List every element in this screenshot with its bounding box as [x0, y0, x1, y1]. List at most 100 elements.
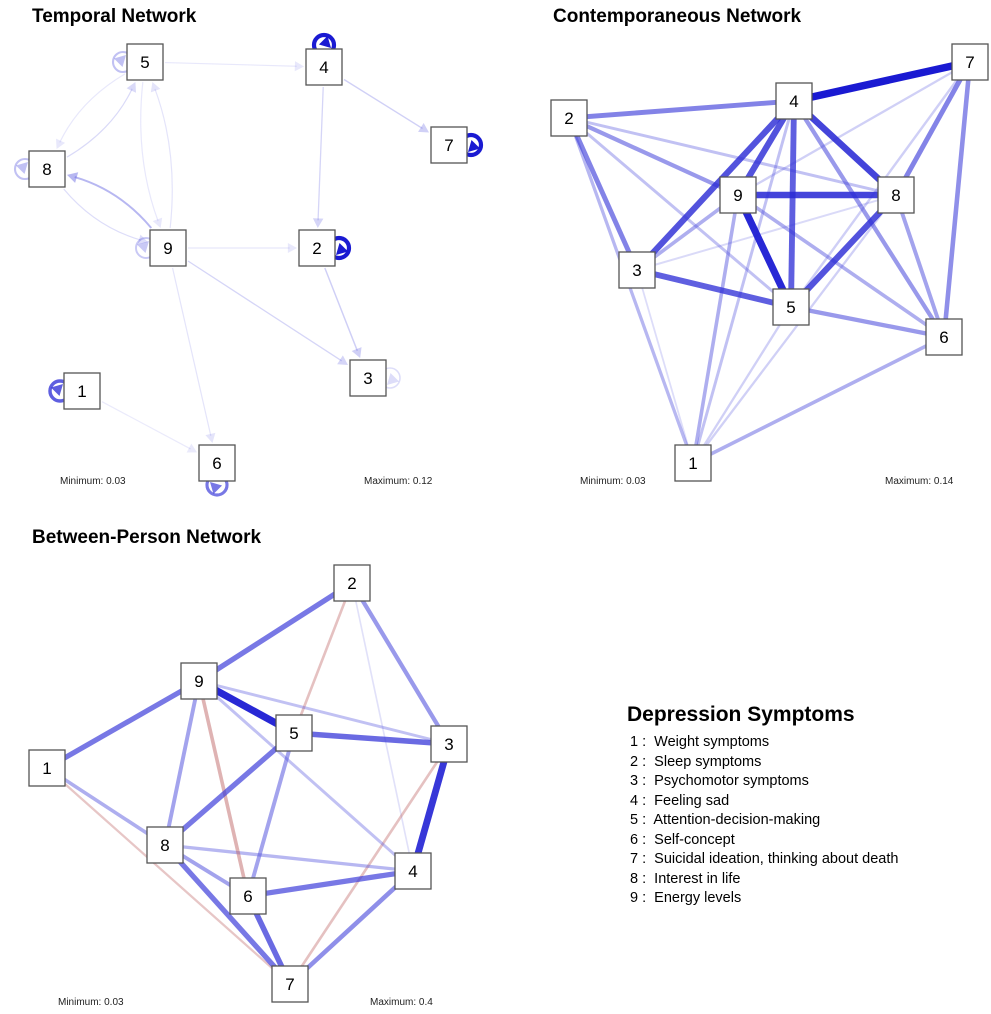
node-7[interactable]: 7: [271, 965, 309, 1003]
node-3[interactable]: 3: [349, 359, 387, 397]
edge-1-6: [101, 401, 191, 450]
node-label: 9: [163, 239, 172, 258]
temporal-network-title: Temporal Network: [32, 6, 197, 27]
contemporaneous-network-title: Contemporaneous Network: [553, 6, 802, 27]
edge-4-3: [634, 98, 797, 273]
temporal-edges: [13, 32, 484, 497]
edge-2-1: [567, 117, 695, 464]
node-box: [229, 877, 267, 915]
node-label: 1: [688, 454, 697, 473]
edge-9-8: [74, 176, 153, 229]
arrowhead-4-2: [312, 218, 324, 228]
edge-8-1: [692, 194, 897, 464]
edge-4-7: [288, 869, 415, 986]
node-label: 7: [285, 975, 294, 994]
legend-title: Depression Symptoms: [627, 703, 855, 726]
node-3[interactable]: 3: [430, 725, 468, 763]
node-9[interactable]: 9: [180, 662, 218, 700]
edge-2-3: [566, 116, 640, 272]
edge-8-7: [163, 843, 292, 986]
node-3[interactable]: 3: [618, 251, 656, 289]
node-box: [149, 229, 187, 267]
legend-item: 1 : Weight symptoms: [630, 734, 770, 750]
edge-7-8: [893, 60, 973, 197]
edge-3-8: [636, 194, 897, 271]
node-6[interactable]: 6: [229, 877, 267, 915]
node-1[interactable]: 1: [63, 372, 101, 410]
node-box: [298, 229, 336, 267]
between-nodes: 1 2 3 4 5 6 7 8 9: [28, 564, 468, 1003]
node-label: 9: [194, 672, 203, 691]
contemporaneous-edges: [566, 58, 973, 465]
node-box: [146, 826, 184, 864]
edge-2-3: [350, 581, 451, 746]
edge-4-1: [691, 100, 796, 464]
legend-item: 7 : Suicidal ideation, thinking about de…: [630, 851, 899, 867]
temporal-maximum-label: Maximum: 0.12: [364, 476, 433, 487]
node-6[interactable]: 6: [198, 444, 236, 482]
node-6[interactable]: 6: [925, 318, 963, 356]
edge-9-1: [691, 194, 740, 464]
edge-1-7: [46, 767, 291, 985]
node-2[interactable]: 2: [333, 564, 371, 602]
node-box: [126, 43, 164, 81]
node-box: [951, 43, 989, 81]
node-8[interactable]: 8: [877, 176, 915, 214]
node-8[interactable]: 8: [28, 150, 66, 188]
node-5[interactable]: 5: [126, 43, 164, 81]
node-box: [877, 176, 915, 214]
node-8[interactable]: 8: [146, 826, 184, 864]
edge-2-8: [568, 116, 897, 197]
node-4[interactable]: 4: [305, 48, 343, 86]
node-1[interactable]: 1: [674, 444, 712, 482]
node-4[interactable]: 4: [775, 82, 813, 120]
arrowhead-9-6: [205, 432, 216, 443]
node-7[interactable]: 7: [430, 126, 468, 164]
node-4[interactable]: 4: [394, 852, 432, 890]
node-7[interactable]: 7: [951, 43, 989, 81]
edge-4-7: [343, 78, 423, 130]
edge-9-3: [187, 260, 342, 362]
node-box: [430, 126, 468, 164]
edge-4-7: [793, 58, 971, 105]
node-label: 4: [408, 862, 417, 881]
arrowhead-8-5: [126, 82, 137, 93]
node-label: 3: [363, 369, 372, 388]
edge-9-5: [734, 193, 795, 309]
node-box: [305, 48, 343, 86]
node-box: [333, 564, 371, 602]
arrowhead-5-4: [294, 61, 304, 72]
node-1[interactable]: 1: [28, 749, 66, 787]
node-2[interactable]: 2: [298, 229, 336, 267]
self-loop-arrowhead-7: [468, 139, 481, 152]
node-label: 5: [786, 298, 795, 317]
node-9[interactable]: 9: [719, 176, 757, 214]
edge-9-8: [163, 680, 201, 846]
node-9[interactable]: 9: [149, 229, 187, 267]
temporal-network: 1 2 3 4 5 6 7 8 9: [13, 32, 484, 497]
legend-item: 2 : Sleep symptoms: [630, 753, 762, 770]
edge-4-2: [317, 86, 324, 221]
node-label: 4: [319, 58, 328, 77]
edge-1-8: [46, 766, 166, 847]
node-5[interactable]: 5: [772, 288, 810, 326]
node-box: [271, 965, 309, 1003]
edge-2-9: [568, 116, 739, 197]
edge-9-3: [198, 679, 450, 746]
node-2[interactable]: 2: [550, 99, 588, 137]
legend-item: 5 : Attention-decision-making: [630, 812, 821, 828]
node-box: [674, 444, 712, 482]
self-loop-arrowhead-9: [136, 241, 149, 254]
node-label: 5: [289, 724, 298, 743]
node-5[interactable]: 5: [275, 714, 313, 752]
between-minimum-label: Minimum: 0.03: [58, 997, 124, 1008]
edge-8-5: [66, 88, 133, 158]
edge-6-4: [247, 868, 414, 899]
self-loop-arrowhead-3: [387, 372, 400, 385]
edge-3-4: [409, 743, 453, 872]
between-maximum-label: Maximum: 0.4: [370, 997, 433, 1008]
node-label: 1: [42, 759, 51, 778]
self-loop-arrowhead-8: [15, 162, 28, 175]
edge-3-5: [636, 267, 792, 310]
